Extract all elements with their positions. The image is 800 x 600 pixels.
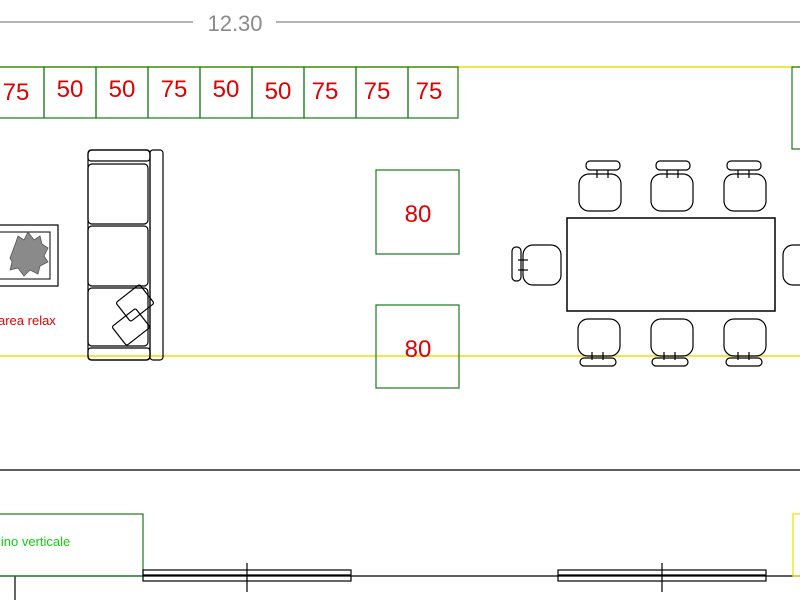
chair-icon	[578, 160, 622, 212]
bottom-right-panel	[792, 513, 800, 577]
center-panel-label: 80	[405, 336, 432, 363]
dimension-label: 12.30	[207, 11, 262, 36]
sofa-icon	[87, 149, 164, 361]
chair-icon	[650, 160, 694, 212]
vertical-line-box: lino verticale	[0, 513, 144, 577]
top-panel-label: 75	[3, 79, 30, 106]
chair-icon	[782, 244, 800, 286]
window-icon	[142, 563, 352, 592]
center-panel-label: 80	[405, 201, 432, 228]
top-panel-label: 50	[109, 76, 136, 103]
top-panel-label: 75	[416, 78, 443, 105]
chair-icon	[577, 318, 621, 367]
top-panel-label: 75	[364, 78, 391, 105]
relax-area-label: area relax	[0, 313, 56, 328]
plant-icon	[9, 231, 49, 277]
top-panel-label: 75	[161, 76, 188, 103]
chair-icon	[723, 318, 767, 367]
top-panel-row: 75 50 50 75 50 50 75 75 75	[0, 66, 800, 150]
chair-icon	[511, 244, 562, 286]
top-panel-label: 75	[312, 78, 339, 105]
chair-icon	[723, 160, 767, 212]
window-icon	[557, 563, 767, 592]
top-panel-label: 50	[57, 76, 84, 103]
top-panel-label: 50	[265, 78, 292, 105]
center-panel-bottom: 80	[375, 304, 460, 389]
dimension-line: 12.30	[0, 11, 800, 36]
chair-icon	[650, 318, 694, 367]
bottom-label: lino verticale	[0, 534, 70, 549]
top-panel-label: 50	[213, 76, 240, 103]
table-icon	[566, 217, 776, 312]
armchair-icon	[0, 224, 59, 287]
center-panel-top: 80	[375, 169, 460, 255]
